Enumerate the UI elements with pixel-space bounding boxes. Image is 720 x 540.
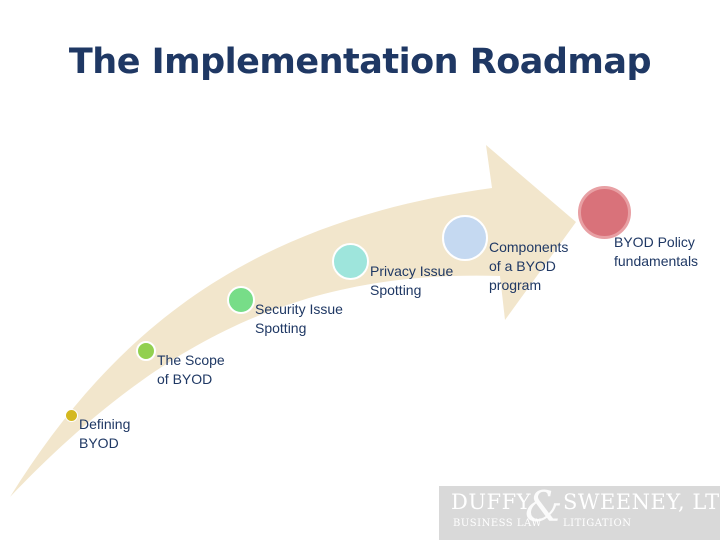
logo-tagline-left: BUSINESS LAW <box>453 518 543 529</box>
roadmap-arrow-shape <box>10 145 576 497</box>
step-4-label: Privacy Issue Spotting <box>370 263 454 298</box>
step-2-label: The Scope of BYOD <box>157 352 225 387</box>
step-3-marker <box>227 286 255 314</box>
logo-ampersand: & <box>525 482 563 531</box>
step-2-marker <box>136 341 156 361</box>
slide-title: The Implementation Roadmap <box>68 42 652 82</box>
step-1-marker <box>65 409 78 422</box>
step-5-marker <box>442 215 488 261</box>
step-3-label: Security Issue Spotting <box>255 301 343 336</box>
step-4-marker <box>332 243 369 280</box>
company-logo: DUFFY & SWEENEY, LTD BUSINESS LAW LITIGA… <box>439 482 720 540</box>
step-1-label: Defining BYOD <box>79 416 131 451</box>
logo-tagline-right: LITIGATION <box>563 518 632 529</box>
logo-name-left: DUFFY <box>451 490 532 514</box>
logo-name-right: SWEENEY, LTD <box>563 490 720 514</box>
step-6-label: BYOD Policy fundamentals <box>614 234 699 269</box>
step-5-label: Components of a BYOD program <box>489 239 569 293</box>
step-6-marker <box>578 186 631 239</box>
